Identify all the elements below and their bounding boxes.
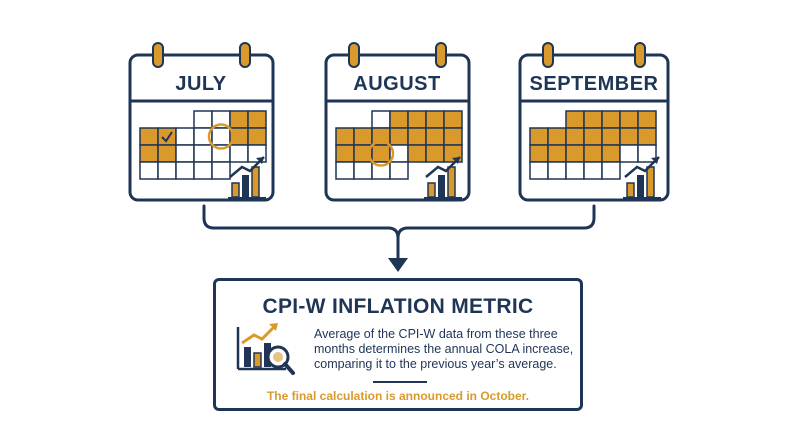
calendar-day-cell <box>211 161 231 180</box>
calendar-day-cell <box>583 110 603 129</box>
calendar-day-cell <box>211 127 231 146</box>
calendar-day-cell <box>157 161 177 180</box>
calendar-day-cell <box>389 127 409 146</box>
metric-card: CPI-W INFLATION METRIC Average of the CP… <box>213 278 583 411</box>
calendar-day-cell <box>229 144 249 163</box>
metric-title: CPI-W INFLATION METRIC <box>262 295 534 318</box>
calendar-day-cell <box>175 144 195 163</box>
announcement-note: The final calculation is announced in Oc… <box>266 389 530 403</box>
calendar-month-label: JULY <box>175 73 227 95</box>
calendar-day-cell <box>547 161 567 180</box>
calendar-ring-icon <box>239 42 251 68</box>
calendar-day-cell <box>601 110 621 129</box>
divider <box>373 381 427 383</box>
calendar-day-cell <box>637 127 657 146</box>
checkmark-icon <box>161 131 173 143</box>
calendar-day-cell <box>335 144 355 163</box>
calendar-day-cell <box>637 110 657 129</box>
calendar-july <box>128 42 275 202</box>
calendar-day-cell <box>247 127 267 146</box>
calendar-day-cell <box>353 161 373 180</box>
calendar-day-cell <box>229 110 249 129</box>
calendar-day-cell <box>443 127 463 146</box>
calendar-day-cell <box>371 110 391 129</box>
calendar-day-cell <box>619 144 639 163</box>
calendar-day-cell <box>601 127 621 146</box>
calendar-day-cell <box>335 127 355 146</box>
calendar-ring-icon <box>542 42 554 68</box>
calendar-day-cell <box>193 161 213 180</box>
calendar-day-cell <box>425 127 445 146</box>
calendar-day-cell <box>157 127 177 146</box>
calendar-day-cell <box>547 127 567 146</box>
calendar-day-cell <box>247 110 267 129</box>
calendar-day-cell <box>529 161 549 180</box>
calendar-grid <box>139 110 267 180</box>
growth-chart-icon <box>228 156 266 199</box>
calendar-day-cell <box>601 161 621 180</box>
calendar-day-cell <box>547 144 567 163</box>
calendar-day-cell <box>425 110 445 129</box>
calendar-day-cell <box>157 144 177 163</box>
highlight-circle <box>207 123 235 150</box>
calendar-day-cell <box>139 161 159 180</box>
calendar-day-cell <box>175 127 195 146</box>
calendar-day-cell <box>407 110 427 129</box>
calendar-month-label: SEPTEMBER <box>529 73 659 95</box>
calendar-day-cell <box>407 144 427 163</box>
calendar-day-cell <box>193 110 213 129</box>
calendar-day-cell <box>139 127 159 146</box>
calendar-day-cell <box>389 110 409 129</box>
calendar-august <box>324 42 471 202</box>
calendar-day-cell <box>407 127 427 146</box>
calendar-day-cell <box>425 144 445 163</box>
calendar-day-cell <box>601 144 621 163</box>
metric-description: Average of the CPI-W data from these thr… <box>314 327 574 371</box>
calendar-ring-icon <box>348 42 360 68</box>
calendar-day-cell <box>529 144 549 163</box>
calendar-day-cell <box>139 144 159 163</box>
calendar-ring-icon <box>152 42 164 68</box>
calendar-day-cell <box>565 110 585 129</box>
calendar-day-cell <box>335 161 355 180</box>
calendar-day-cell <box>583 144 603 163</box>
calendar-day-cell <box>353 127 373 146</box>
calendar-day-cell <box>619 127 639 146</box>
calendar-day-cell <box>443 110 463 129</box>
bracket-connector <box>202 204 596 264</box>
calendar-day-cell <box>583 127 603 146</box>
calendar-september <box>518 42 670 202</box>
down-arrow-icon <box>388 258 408 272</box>
calendar-month-label: AUGUST <box>353 73 441 95</box>
calendar-day-cell <box>371 144 391 163</box>
calendar-day-cell <box>619 110 639 129</box>
calendar-day-cell <box>565 144 585 163</box>
calendar-grid <box>529 110 657 180</box>
calendar-day-cell <box>565 127 585 146</box>
calendar-day-cell <box>529 127 549 146</box>
calendar-day-cell <box>565 161 585 180</box>
calendar-ring-icon <box>435 42 447 68</box>
calendar-ring-icon <box>634 42 646 68</box>
calendar-day-cell <box>175 161 195 180</box>
growth-chart-icon <box>623 156 661 199</box>
growth-chart-icon <box>424 156 462 199</box>
calendar-day-cell <box>193 144 213 163</box>
analysis-magnifier-icon <box>236 323 295 375</box>
calendar-day-cell <box>637 144 657 163</box>
calendar-day-cell <box>583 161 603 180</box>
calendar-grid <box>335 110 463 180</box>
calendar-day-cell <box>389 161 409 180</box>
highlight-circle <box>367 140 395 167</box>
